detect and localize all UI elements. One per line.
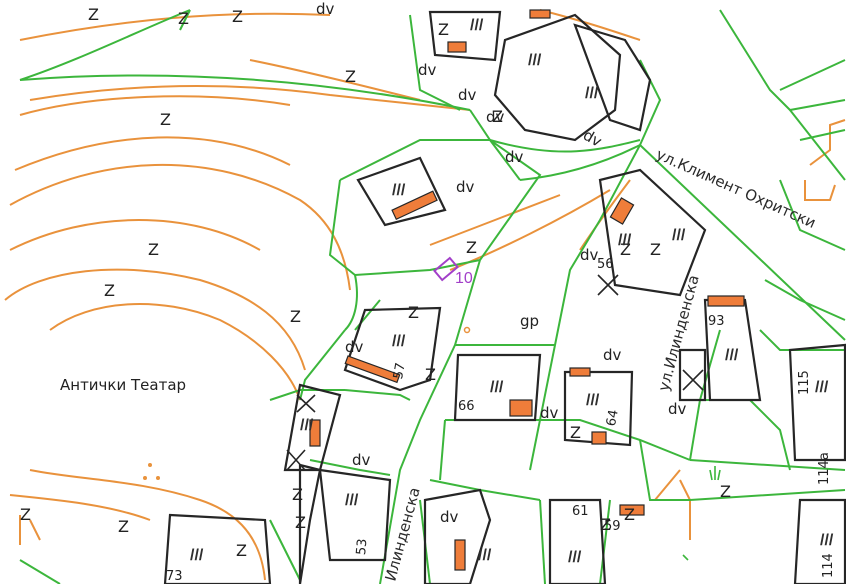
code-dv: dv [440, 508, 459, 526]
house-number: 53 [354, 538, 370, 556]
code-dv: dv [458, 86, 477, 104]
house-number: 64 [604, 409, 622, 428]
code-dv: dv [580, 126, 605, 151]
marker-number-label: 10 [455, 270, 473, 287]
code-dv: dv [352, 451, 371, 469]
building-hatch-icon: /// [586, 392, 600, 409]
code-z: Z [408, 303, 419, 322]
building-hatch-icon: /// [300, 417, 314, 434]
house-number: 56 [597, 257, 614, 272]
label-street-ilindenska-a: ул.Илинденска [654, 273, 702, 393]
building-hatch-icon: /// [585, 85, 599, 102]
house-number: 73 [166, 569, 183, 584]
code-z: Z [104, 281, 115, 300]
code-z: Z [118, 517, 129, 536]
building-hatch-icon: /// [490, 379, 504, 396]
code-z: Z [160, 110, 171, 129]
code-dv: dv [540, 404, 559, 422]
code-z: Z [492, 107, 503, 126]
building-hatch-icon: /// [820, 532, 834, 549]
contour-lines [4, 9, 846, 581]
code-z: Z [20, 505, 31, 524]
building-hatch-icon: /// [345, 492, 359, 509]
house-number: 61 [572, 504, 589, 519]
building-hatch-icon: /// [470, 17, 484, 34]
code-z: Z [88, 5, 99, 24]
building-hatch-icon: /// [392, 333, 406, 350]
x-mark-icon [682, 369, 704, 391]
code-z: Z [232, 7, 243, 26]
x-mark-icons [286, 274, 704, 471]
building-hatch-icon: /// [618, 232, 632, 249]
code-z: Z [345, 67, 356, 86]
building-hatch-icon: /// [392, 182, 406, 199]
code-z: Z [178, 9, 189, 28]
code-dv: dv [456, 178, 475, 196]
code-dv: dv [603, 346, 622, 364]
house-number: 114a [817, 452, 832, 485]
code-dv: dv [668, 400, 687, 418]
code-z: Z [466, 238, 477, 257]
code-z: Z [438, 20, 449, 39]
building-hatch-icon: /// [568, 549, 582, 566]
building-hatch-icon: /// [815, 379, 829, 396]
code-z: Z [720, 482, 731, 501]
building-hatch-icon: /// [672, 227, 686, 244]
vegetation-icon [682, 466, 721, 561]
code-z: Z [624, 505, 635, 524]
code-z: Z [290, 307, 301, 326]
house-number: 66 [458, 399, 475, 414]
label-antichki-teatar: Антички Театар [60, 376, 186, 394]
house-number: 114 [821, 553, 836, 578]
label-street-kliment: ул.Климент Охритски [653, 145, 818, 232]
building-hatch-icon: /// [725, 347, 739, 364]
code-z: Z [148, 240, 159, 259]
annex-fills [309, 9, 745, 571]
code-z: Z [570, 423, 581, 442]
code-z: Z [600, 515, 611, 534]
code-dv: dv [316, 0, 335, 18]
x-mark-icon [597, 274, 619, 296]
building-hatch-icon: /// [528, 52, 542, 69]
survey-marker-icon [433, 256, 459, 282]
building-hatch-icon: /// [478, 547, 492, 564]
house-number: 93 [708, 314, 725, 329]
code-gp: gp [520, 312, 539, 330]
dots [143, 326, 471, 480]
code-dv: dv [486, 108, 505, 126]
building-outlines [163, 10, 846, 584]
code-dv: dv [505, 148, 524, 166]
x-mark-icon [286, 449, 306, 471]
house-number: 57 [391, 362, 409, 381]
code-z: Z [650, 240, 661, 259]
x-mark-icon [296, 394, 316, 413]
code-z: Z [295, 513, 306, 532]
code-dv: dv [580, 246, 599, 264]
code-z: Z [292, 485, 303, 504]
house-number: 59 [604, 519, 621, 534]
house-number: 115 [797, 370, 812, 395]
code-z: Z [620, 240, 631, 259]
code-z: Z [425, 365, 436, 384]
parcel-lines [19, 9, 846, 584]
code-dv: dv [418, 61, 437, 79]
code-dv: dv [345, 338, 364, 356]
building-hatch-icon: /// [190, 547, 204, 564]
code-z: Z [236, 541, 247, 560]
